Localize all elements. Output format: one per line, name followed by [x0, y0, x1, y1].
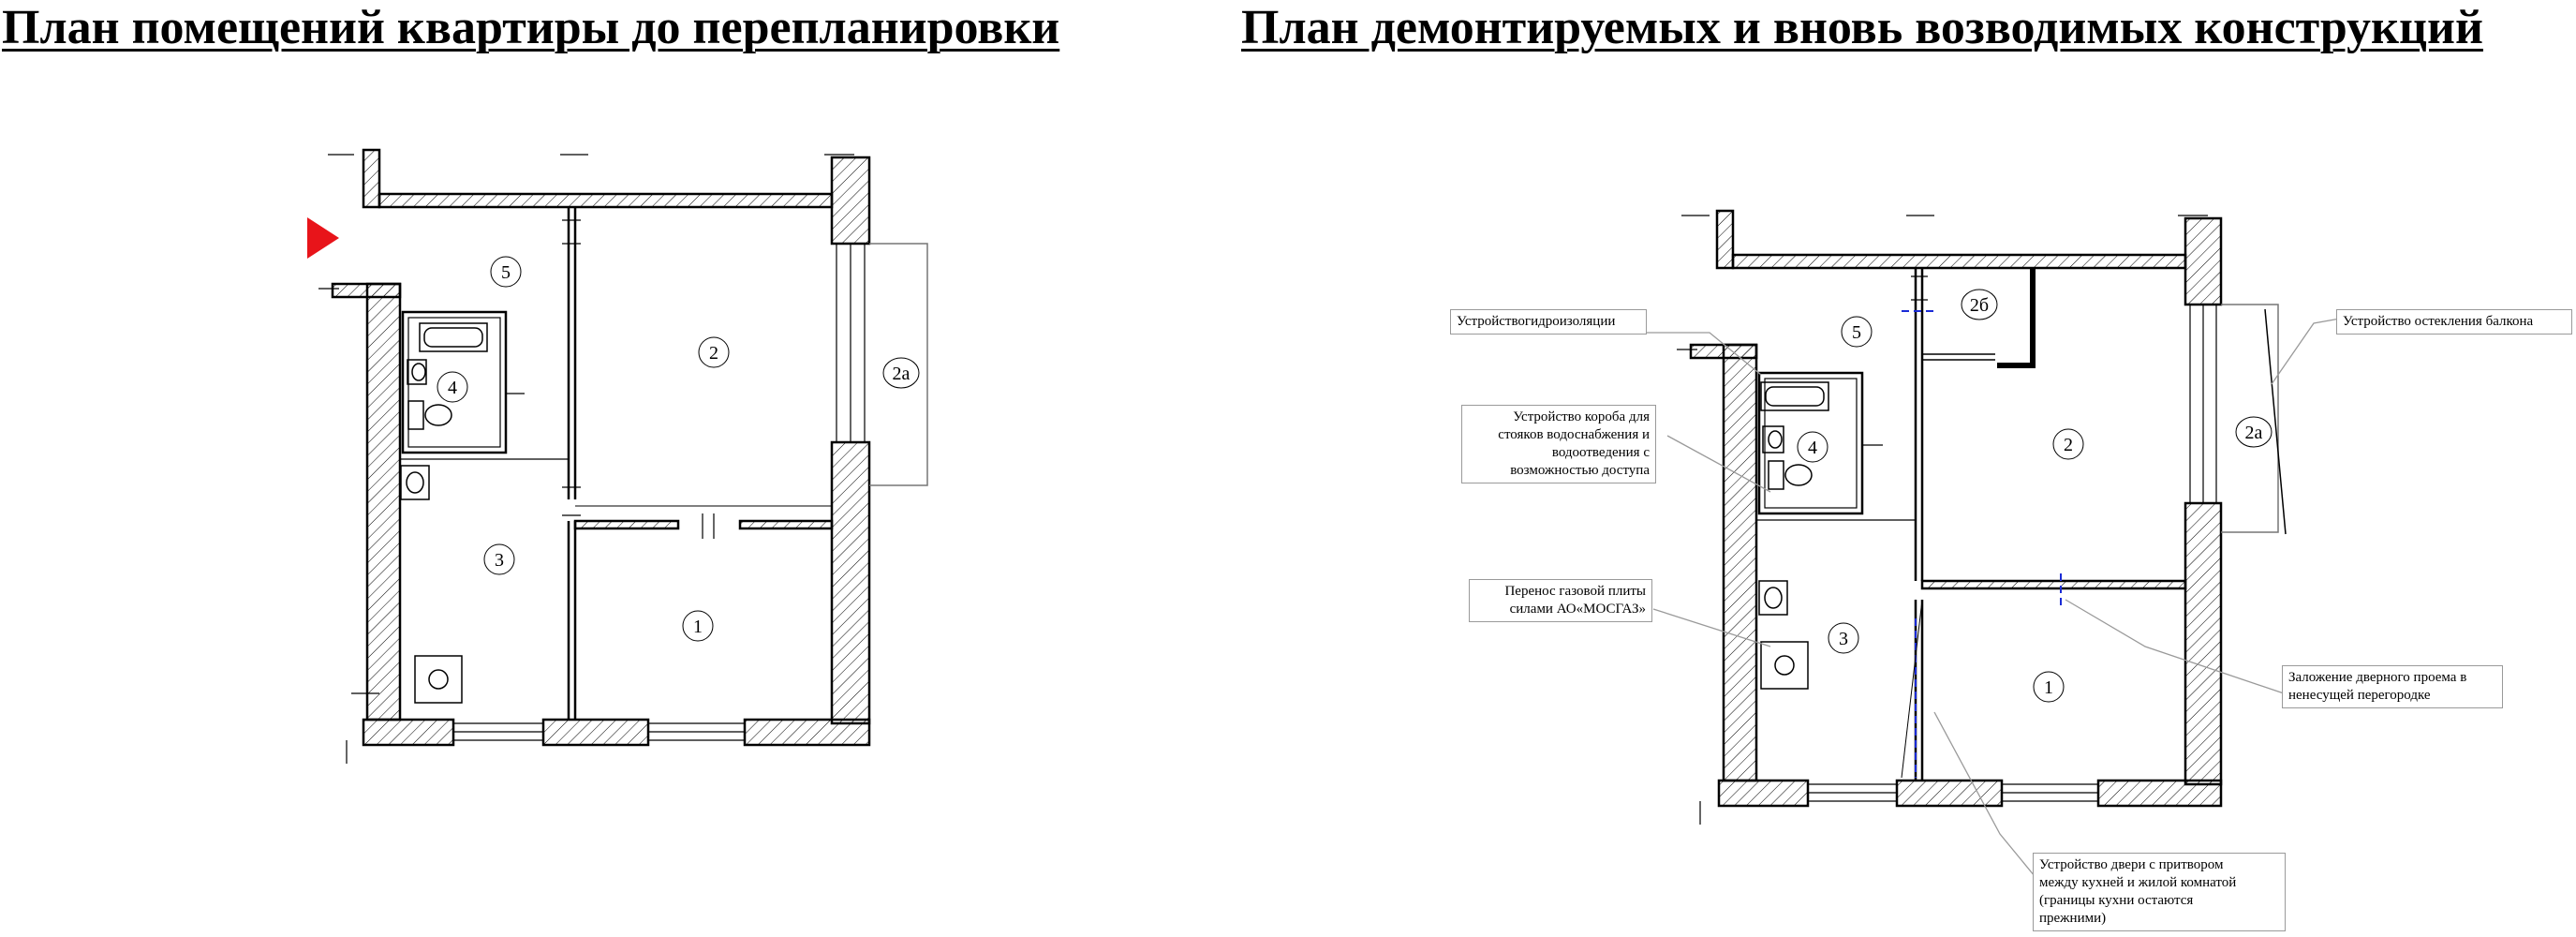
- room-label-1: 1: [2033, 671, 2065, 703]
- break-marks-after: [1677, 215, 2208, 825]
- interior-partitions: [1756, 268, 2187, 781]
- svg-text:4: 4: [448, 378, 457, 398]
- bathroom-walls: [401, 310, 508, 454]
- wall-top: [378, 192, 834, 209]
- title-plan-before: План помещений квартиры до перепланировк…: [2, 1, 1060, 54]
- callout-gas-stove: Перенос газовой плиты силами АО«МОСГАЗ»: [1469, 579, 1652, 622]
- new-door-dashed: [1902, 310, 2062, 778]
- svg-text:1: 1: [693, 617, 703, 637]
- svg-text:2а: 2а: [893, 364, 910, 384]
- door-marks-before: [506, 219, 715, 539]
- wall-right-upper: [2184, 216, 2223, 306]
- callout-door-closure: Заложение дверного проема в ненесущей пе…: [2282, 665, 2503, 708]
- wall-top: [1731, 253, 2187, 270]
- balcony-outline: [869, 243, 928, 486]
- room-label-2a: 2а: [882, 357, 920, 389]
- wall-top-left-stub: [362, 148, 381, 209]
- toilet-icon: [1768, 460, 1813, 490]
- wall-right-lower: [2184, 501, 2223, 786]
- new-wall-2b: [1997, 268, 2036, 368]
- wall-left: [365, 282, 402, 721]
- svg-text:5: 5: [1852, 322, 1861, 343]
- door-marks-after: [1862, 275, 1928, 446]
- entrance-arrow-icon: [307, 217, 339, 259]
- callout-riser-box: Устройство короба для стояков водоснабже…: [1461, 405, 1656, 483]
- bathtub-icon: [419, 322, 488, 352]
- svg-text:2б: 2б: [1970, 295, 1989, 316]
- bathtub-icon: [1760, 381, 1829, 411]
- window-right: [2189, 305, 2217, 503]
- sink-icon: [400, 465, 430, 500]
- toilet-icon: [407, 400, 452, 430]
- room-label-2: 2: [698, 336, 730, 368]
- balcony-glazing: [2264, 308, 2287, 535]
- wall-bottom-3: [743, 718, 871, 747]
- window-bottom-1: [453, 722, 543, 741]
- wall-right-upper: [830, 156, 871, 245]
- wall-left-step: [331, 282, 402, 299]
- room-label-2b: 2б: [1961, 289, 1998, 320]
- callout-leaders: [1644, 318, 2341, 877]
- svg-text:1: 1: [2044, 677, 2053, 698]
- room-label-4: 4: [437, 371, 468, 403]
- sink-icon: [407, 359, 427, 385]
- room-label-5: 5: [490, 256, 522, 288]
- sink-icon: [1758, 580, 1788, 616]
- svg-text:2: 2: [709, 343, 718, 364]
- sink-icon: [1762, 425, 1784, 454]
- room-label-2: 2: [2052, 428, 2084, 460]
- plan-after: [1644, 209, 2341, 877]
- callout-balcony-glazing: Устройство остекления балкона: [2336, 309, 2572, 335]
- svg-text:4: 4: [1808, 438, 1817, 458]
- window-bottom-2: [648, 722, 745, 741]
- wall-left: [1722, 343, 1758, 782]
- bathroom-walls: [1757, 371, 1864, 515]
- room-labels-before: 5 2 2а 4 3 1: [437, 256, 920, 642]
- wall-top-left-stub: [1715, 209, 1735, 270]
- callout-kitchen-door: Устройство двери с притвором между кухне…: [2033, 853, 2286, 931]
- break-marks-before: [318, 154, 854, 764]
- window-bottom-1: [1808, 783, 1897, 802]
- wall-right-lower: [830, 440, 871, 725]
- room-label-1: 1: [682, 610, 714, 642]
- svg-text:3: 3: [1839, 629, 1848, 649]
- room-label-3: 3: [1828, 622, 1859, 654]
- wall-left-step: [1689, 343, 1758, 360]
- svg-text:2а: 2а: [2245, 423, 2263, 443]
- callout-waterproofing: Устройствогидроизоляции: [1450, 309, 1647, 335]
- wall-bottom-2: [1895, 779, 2004, 808]
- room-labels-after: 5 2б 2 2а 4 3 1: [1797, 289, 2273, 703]
- wall-bottom-3: [2096, 779, 2223, 808]
- wall-bottom-2: [541, 718, 650, 747]
- room-label-4: 4: [1797, 431, 1828, 463]
- room-label-3: 3: [483, 543, 515, 575]
- interior-partitions: [400, 207, 834, 720]
- svg-text:3: 3: [495, 550, 504, 571]
- wall-bottom-1: [1717, 779, 1810, 808]
- wall-bottom-1: [362, 718, 455, 747]
- title-plan-after: План демонтируемых и вновь возводимых ко…: [1241, 1, 2483, 54]
- new-door-swing: [1901, 599, 1923, 779]
- plan-before: [307, 148, 928, 764]
- room-label-5: 5: [1841, 316, 1873, 348]
- stove-icon: [414, 655, 463, 704]
- window-bottom-2: [2002, 783, 2098, 802]
- balcony-outline: [2221, 304, 2279, 533]
- window-right: [836, 244, 866, 442]
- svg-text:5: 5: [501, 262, 511, 283]
- svg-text:2: 2: [2064, 435, 2073, 455]
- stove-icon: [1760, 641, 1809, 690]
- room-label-2a: 2а: [2235, 416, 2273, 448]
